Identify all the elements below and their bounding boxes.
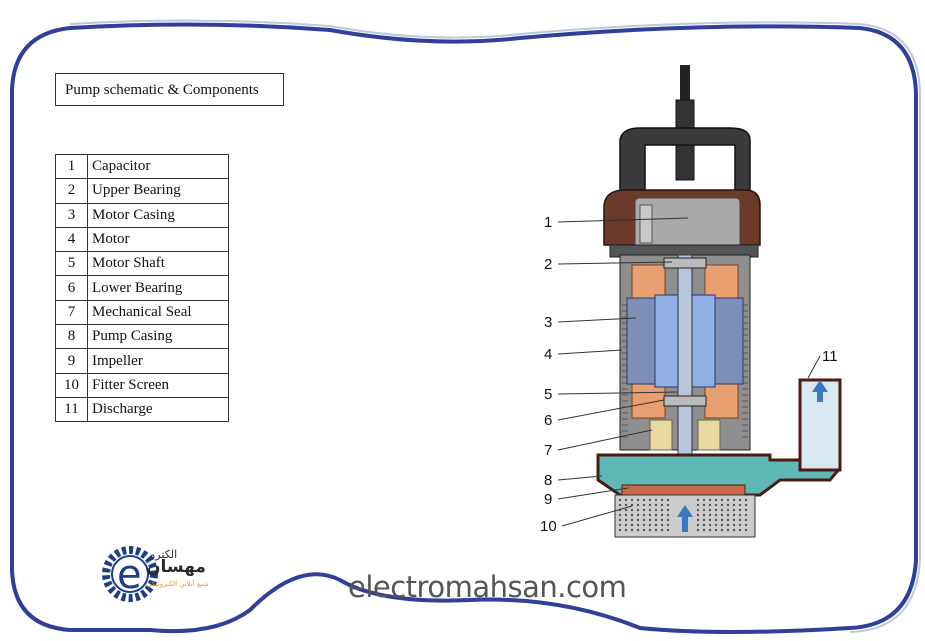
part-number: 8 (55, 324, 88, 350)
part-name: Impeller (87, 348, 229, 374)
diagram-label: 10 (540, 518, 557, 535)
diagram-label: 7 (544, 442, 552, 459)
diagram-label: 1 (544, 214, 552, 231)
part-number: 3 (55, 202, 88, 228)
diagram-label: 6 (544, 412, 552, 429)
logo-letter: e (117, 552, 142, 598)
website-url: electromahsan.com (348, 570, 627, 604)
part-number: 2 (55, 178, 88, 204)
diagram-label: 3 (544, 314, 552, 331)
mechanical-seal (649, 419, 721, 451)
leader-line (557, 391, 679, 395)
page-title: Pump schematic & Components (55, 73, 284, 106)
diagram-label: 11 (822, 348, 838, 365)
upper-bearing (663, 257, 707, 269)
part-number: 9 (55, 348, 88, 374)
leader-line (557, 399, 665, 421)
logo-text-top: الكترو (150, 548, 178, 561)
label-leaders: 1 2 3 4 5 6 7 8 9 10 11 (540, 214, 838, 535)
part-number: 1 (55, 153, 88, 180)
diagram-label: 2 (544, 256, 552, 273)
inlet-arrow (677, 505, 693, 532)
leader-line (557, 487, 629, 500)
leader-line (557, 349, 623, 355)
diagram-label: 9 (544, 491, 552, 508)
lower-bearing (663, 395, 707, 407)
discharge-arrow (812, 380, 828, 402)
logo-text-main: مهسان (146, 557, 206, 577)
part-number: 4 (55, 226, 88, 253)
leader-line (557, 429, 653, 451)
leader-line (557, 261, 673, 265)
leader-line (557, 217, 689, 223)
part-name: Motor Shaft (87, 251, 229, 277)
part-name: Fitter Screen (87, 372, 229, 398)
diagram-label: 4 (544, 346, 552, 363)
leader-line (557, 475, 603, 481)
logo: e (102, 546, 158, 602)
power-cable (680, 65, 690, 105)
leader-line (807, 355, 821, 379)
part-name: Mechanical Seal (87, 299, 229, 326)
part-name: Discharge (87, 396, 229, 423)
part-name: Motor (87, 226, 229, 253)
part-name: Upper Bearing (87, 178, 229, 204)
capacitor-cap (639, 204, 653, 244)
diagram-label: 8 (544, 472, 552, 489)
part-name: Pump Casing (87, 324, 229, 350)
leader-line (561, 505, 633, 527)
part-number: 5 (55, 251, 88, 277)
leader-line (557, 317, 637, 323)
strainer-holes (618, 498, 748, 532)
discharge-pipe (798, 378, 842, 472)
logo-tagline: منبع آنلاین الکترونیکی (146, 580, 209, 588)
diagram-label: 5 (544, 386, 552, 403)
part-number: 10 (55, 372, 88, 398)
logo-gear-icon (102, 546, 158, 602)
part-name: Lower Bearing (87, 275, 229, 301)
part-number: 7 (55, 299, 88, 326)
